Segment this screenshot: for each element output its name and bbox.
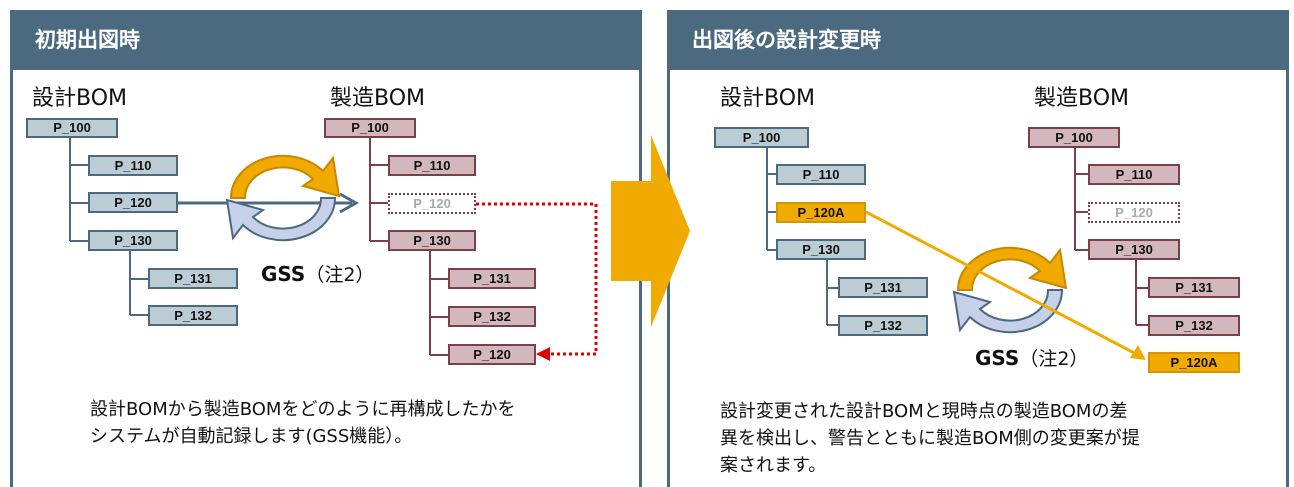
- gss-label-text: GSS: [261, 262, 306, 286]
- design-node: P_100: [26, 118, 118, 138]
- mfg-node: P_131: [1148, 277, 1240, 298]
- mfg-node: P_110: [1088, 164, 1180, 185]
- design-node: P_131: [148, 268, 238, 289]
- mfg-bom-title: 製造BOM: [330, 86, 426, 111]
- gss-note: （注2）: [305, 264, 375, 286]
- mfg-node-removed: P_120: [1088, 202, 1180, 223]
- design-node: P_110: [88, 155, 178, 176]
- design-node: P_132: [148, 305, 238, 326]
- design-node: P_130: [88, 230, 178, 251]
- mfg-node-proposed: P_120A: [1148, 352, 1240, 373]
- mfg-node: P_130: [1088, 239, 1180, 260]
- design-node: P_130: [776, 239, 866, 260]
- gss-label: GSS（注2）: [261, 260, 374, 287]
- design-bom-title: 設計BOM: [720, 86, 816, 111]
- design-node: P_132: [838, 315, 928, 336]
- caption-line: 設計BOMから製造BOMをどのように再構成したかを: [90, 399, 516, 420]
- mfg-node: P_130: [388, 230, 476, 251]
- gss-cycle-icon: [952, 246, 1068, 334]
- design-bom-title: 設計BOM: [32, 86, 128, 111]
- mfg-node: P_100: [1028, 127, 1120, 148]
- left-panel: 初期出図時: [10, 10, 642, 487]
- caption-line: システムが自動記録します(GSS機能）。: [90, 426, 413, 447]
- design-node: P_120: [88, 192, 178, 213]
- design-node-changed: P_120A: [776, 202, 866, 223]
- design-node: P_110: [776, 164, 866, 185]
- gss-label-text: GSS: [975, 346, 1020, 370]
- caption-line: 設計変更された設計BOMと現時点の製造BOMの差: [720, 401, 1128, 422]
- right-panel-title: 出図後の設計変更時: [670, 10, 1286, 70]
- design-node: P_100: [714, 127, 809, 148]
- gss-cycle-icon: [225, 154, 341, 242]
- transition-arrow: [611, 135, 690, 327]
- right-caption: 設計変更された設計BOMと現時点の製造BOMの差 異を検出し、警告とともに製造B…: [720, 398, 1140, 479]
- mfg-node: P_120: [448, 344, 536, 365]
- left-caption: 設計BOMから製造BOMをどのように再構成したかを システムが自動記録します(G…: [90, 396, 515, 450]
- caption-line: 異を検出し、警告とともに製造BOM側の変更案が提: [720, 428, 1140, 449]
- mfg-node: P_132: [1148, 315, 1240, 336]
- mfg-node-removed: P_120: [388, 193, 476, 214]
- mfg-node: P_131: [448, 268, 536, 289]
- gss-label: GSS（注2）: [975, 344, 1088, 371]
- design-node: P_131: [838, 277, 928, 298]
- mfg-bom-title: 製造BOM: [1034, 86, 1130, 111]
- gss-note: （注2）: [1019, 348, 1089, 370]
- caption-line: 案されます。: [720, 455, 827, 476]
- left-panel-title: 初期出図時: [13, 10, 639, 70]
- mfg-node: P_132: [448, 306, 536, 327]
- right-panel: 出図後の設計変更時: [667, 10, 1289, 487]
- mfg-node: P_100: [324, 118, 416, 138]
- mfg-node: P_110: [388, 155, 476, 176]
